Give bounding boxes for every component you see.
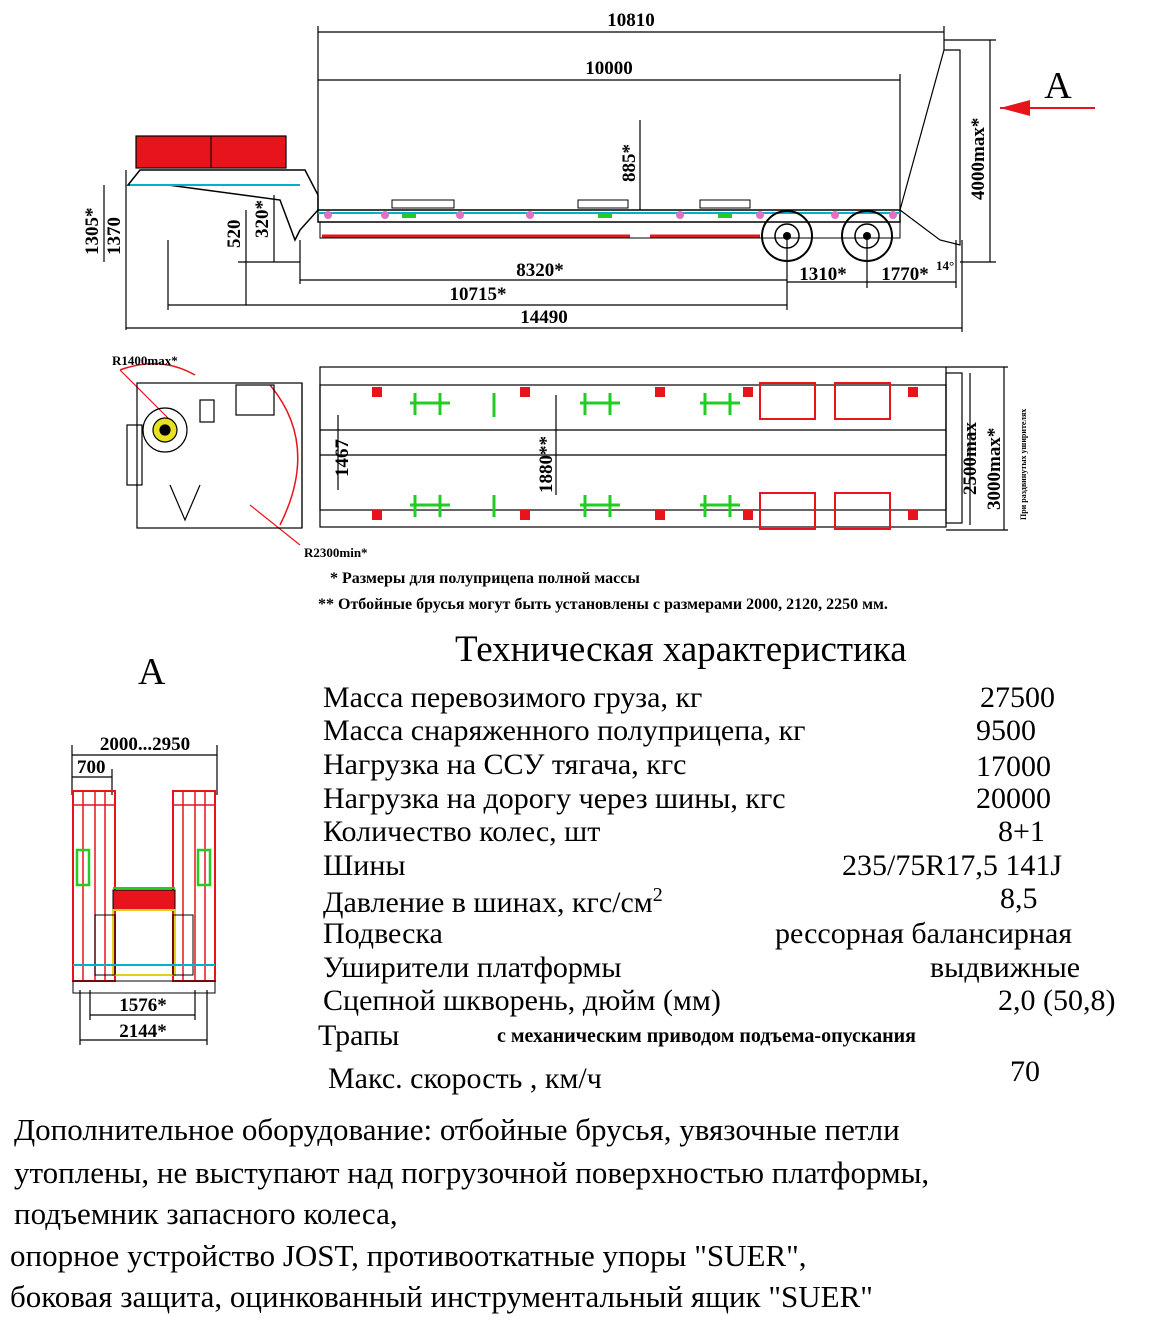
spec-value: рессорная балансирная — [775, 917, 1073, 950]
spec-label: Нагрузка на ССУ тягача, кгс — [323, 748, 687, 781]
spec-value: 17000 — [976, 750, 1051, 783]
rear-view-drawing: 2000...2950 700 1576* 2144* — [71, 734, 218, 1045]
spec-label: Масса снаряженного полуприцепа, кг — [323, 714, 806, 747]
spec-value: 20000 — [976, 782, 1051, 815]
dim-885: 885* — [619, 144, 640, 182]
dim-4000: 4000max* — [968, 118, 989, 200]
dim-10000: 10000 — [585, 58, 633, 79]
dim-r1400: R1400max* — [112, 353, 178, 368]
specs-title: Техническая характеристика — [455, 629, 907, 670]
spec-value: 27500 — [980, 681, 1055, 714]
spec-value: 70 — [1010, 1055, 1040, 1088]
spec-value: 8,5 — [1000, 882, 1038, 915]
dim-700: 700 — [77, 757, 106, 778]
dim-1305: 1305* — [82, 208, 103, 256]
additional-line-2: утоплены, не выступают над погрузочной п… — [14, 1155, 930, 1190]
additional-line-4: опорное устройство JOST, противооткатные… — [10, 1238, 807, 1273]
dim-10810: 10810 — [607, 10, 655, 31]
spec-label: Макс. скорость , км/ч — [328, 1062, 602, 1095]
spec-value: с механическим приводом подъема-опускани… — [497, 1025, 916, 1047]
dim-1370: 1370 — [104, 217, 125, 255]
dim-1576: 1576* — [119, 995, 167, 1016]
side-view-drawing: 10810 10000 885* 4000max* 1305* 1370 520… — [82, 10, 1095, 332]
dim-10715: 10715* — [450, 284, 507, 305]
spec-value: 2,0 (50,8) — [998, 984, 1116, 1017]
dim-3000: 3000max* — [984, 428, 1005, 510]
trailer-side-body — [126, 49, 961, 262]
dim-1770: 1770* — [881, 264, 929, 285]
additional-line-1: Дополнительное оборудование: отбойные бр… — [14, 1112, 900, 1147]
spec-label: Давление в шинах, кгс/см2 — [323, 884, 663, 920]
dim-2000-2950: 2000...2950 — [100, 734, 190, 755]
dim-8320: 8320* — [516, 260, 564, 281]
dim-1467: 1467 — [332, 439, 353, 478]
spec-value: 9500 — [976, 714, 1036, 747]
dim-r2300: R2300min* — [304, 545, 368, 560]
top-view-drawing: R1400max* R2300min* 1467 1880** 2500max … — [112, 353, 1028, 560]
dim-1880: 1880** — [536, 436, 557, 493]
dim-1310: 1310* — [799, 264, 847, 285]
spec-label: Масса перевозимого груза, кг — [323, 681, 703, 714]
dim-vertical-note: При раздвинутых уширителях — [1019, 409, 1028, 520]
spec-value: 235/75R17,5 141J — [842, 849, 1063, 882]
dim-14deg: 14° — [936, 258, 954, 273]
dim-320: 320* — [252, 200, 273, 238]
dim-2144: 2144* — [119, 1021, 167, 1042]
note-bumpers: ** Отбойные брусья могут быть установлен… — [318, 596, 888, 613]
spec-value: выдвижные — [930, 951, 1081, 984]
additional-line-5: боковая защита, оцинкованный инструмента… — [10, 1279, 873, 1314]
note-full-mass: * Размеры для полуприцепа полной массы — [330, 570, 640, 587]
dim-520: 520 — [224, 220, 245, 249]
spec-label: Трапы — [318, 1019, 400, 1052]
spec-label: Уширители платформы — [323, 951, 622, 984]
additional-line-3: подъемник запасного колеса, — [14, 1196, 398, 1231]
spec-label: Шины — [323, 849, 406, 882]
dim-2500: 2500max — [960, 422, 981, 495]
dim-14490: 14490 — [520, 307, 568, 328]
view-marker-a: A — [1044, 65, 1072, 107]
view-arrow-a — [1000, 100, 1095, 116]
spec-label: Количество колес, шт — [323, 815, 601, 848]
spec-label-superscript: 2 — [652, 884, 663, 906]
spec-label: Нагрузка на дорогу через шины, кгс — [323, 782, 786, 815]
spec-label-text: Давление в шинах, кгс/см — [323, 886, 653, 919]
spec-label: Сцепной шкворень, дюйм (мм) — [323, 984, 721, 1017]
spec-label: Подвеска — [323, 917, 443, 950]
spec-value: 8+1 — [998, 815, 1045, 848]
rear-view-label: A — [138, 651, 166, 693]
